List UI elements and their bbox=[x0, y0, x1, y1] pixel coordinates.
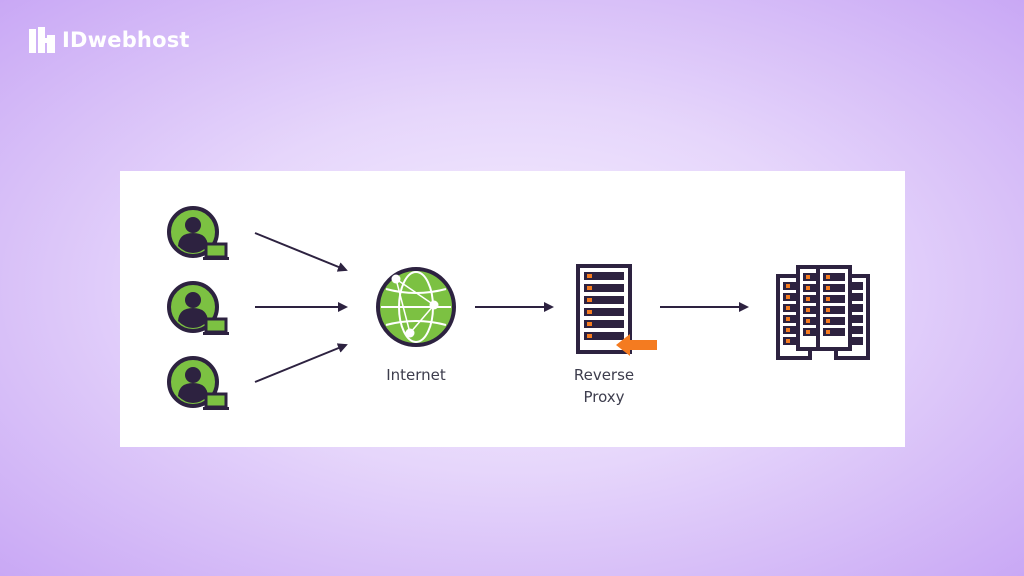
diagram-panel: Internet Reverse Proxy bbox=[120, 171, 905, 447]
internet-label: Internet bbox=[386, 366, 446, 384]
client-3-icon bbox=[167, 356, 231, 412]
arrow-client-3-to-internet bbox=[254, 343, 348, 383]
reverse-proxy-diagram bbox=[167, 206, 870, 412]
arrow-client-1-to-internet bbox=[254, 232, 348, 272]
brand-name: IDwebhost bbox=[62, 28, 190, 52]
server-cluster-icon bbox=[776, 265, 870, 360]
brand-logo-icon bbox=[29, 27, 55, 53]
client-2-icon bbox=[167, 281, 231, 337]
client-1-icon bbox=[167, 206, 231, 262]
brand-logo[interactable]: IDwebhost bbox=[28, 26, 190, 54]
server-icon bbox=[576, 264, 632, 354]
arrow-left-icon bbox=[616, 334, 657, 356]
proxy-label-line1: Reverse bbox=[573, 366, 635, 384]
globe-icon bbox=[376, 267, 456, 347]
proxy-label-line2: Proxy bbox=[583, 388, 625, 406]
